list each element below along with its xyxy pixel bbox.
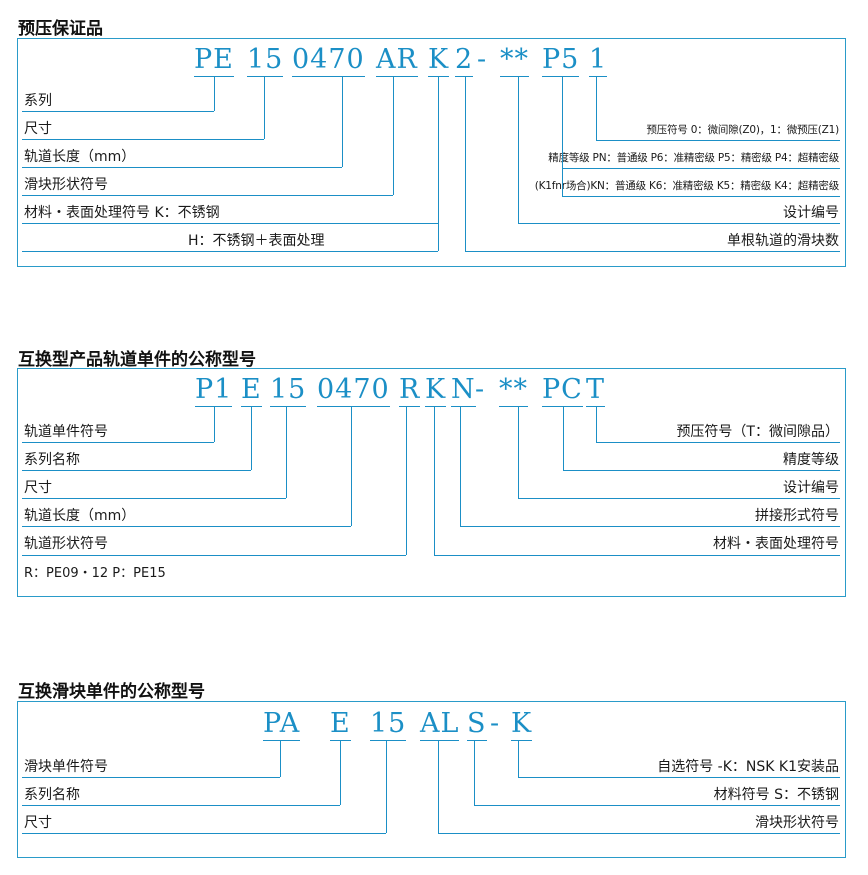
label-material-surface: 材料・表面处理符号 — [713, 536, 839, 552]
label-block-unit-symbol: 滑块单件符号 — [24, 759, 108, 775]
code-segment: E — [241, 374, 262, 407]
label-size: 尺寸 — [24, 121, 52, 137]
label-accuracy-grade: 精度等级 — [783, 452, 839, 468]
label-size: 尺寸 — [24, 480, 52, 496]
section-box-preload — [17, 38, 846, 267]
label-series-name: 系列名称 — [24, 452, 80, 468]
code-segment: - — [490, 708, 501, 739]
code-segment: P1 — [195, 374, 233, 407]
code-segment: AR — [376, 44, 418, 77]
section-title-block: 互换滑块单件的公称型号 — [18, 682, 205, 702]
code-segment: PE — [194, 44, 234, 77]
label-accuracy-grade: 精度等级 PN：普通级 P6：准精密级 P5：精密级 P4：超精密级 — [548, 152, 839, 164]
code-segment: PA — [263, 708, 301, 741]
label-rail-length: 轨道长度（mm） — [24, 149, 136, 165]
label-series-name: 系列名称 — [24, 787, 80, 803]
label-accuracy-k1: (K1fnr场合)KN：普通级 K6：准精密级 K5：精密级 K4：超精密级 — [534, 180, 839, 192]
code-segment: - — [475, 374, 486, 405]
label-size: 尺寸 — [24, 815, 52, 831]
label-block-shape: 滑块形状符号 — [24, 177, 108, 193]
code-segment: P5 — [542, 44, 580, 77]
code-segment: S — [467, 708, 487, 741]
label-design-number: 设计编号 — [783, 205, 839, 221]
label-blocks-per-rail: 单根轨道的滑块数 — [727, 233, 839, 249]
label-option-symbol: 自选符号 -K：NSK K1安装品 — [657, 759, 839, 775]
code-segment: ** — [499, 374, 528, 407]
label-preload-symbol: 预压符号 0：微间隙(Z0)，1：微预压(Z1) — [646, 124, 839, 136]
code-segment: - — [477, 44, 488, 75]
label-rail-shape: 轨道形状符号 — [24, 536, 108, 552]
code-segment: 2 — [455, 44, 474, 77]
label-series: 系列 — [24, 93, 52, 109]
code-segment: R — [399, 374, 421, 407]
section-box-rail — [17, 368, 846, 597]
label-material: 材料・表面处理符号 K：不锈钢 — [24, 205, 220, 221]
label-preload-t: 预压符号（T：微间隙品） — [676, 424, 839, 440]
code-segment: K — [425, 374, 447, 407]
code-segment: 15 — [247, 44, 284, 77]
label-rail-unit-symbol: 轨道单件符号 — [24, 424, 108, 440]
code-segment: K — [511, 708, 533, 741]
label-material-h: H：不锈钢＋表面处理 — [188, 233, 325, 249]
code-segment: E — [330, 708, 351, 741]
code-segment: 0470 — [317, 374, 390, 407]
section-title-rail: 互换型产品轨道单件的公称型号 — [18, 350, 256, 370]
code-segment: T — [586, 374, 606, 407]
code-segment: PC — [542, 374, 583, 407]
code-segment: AL — [420, 708, 460, 741]
code-segment: K — [428, 44, 450, 77]
label-block-shape: 滑块形状符号 — [755, 815, 839, 831]
label-joint-type: 拼接形式符号 — [755, 508, 839, 524]
code-segment: 1 — [589, 44, 608, 77]
section-title-preload: 预压保证品 — [18, 19, 103, 39]
code-segment: 15 — [370, 708, 407, 741]
code-segment: 0470 — [292, 44, 365, 77]
code-segment: N — [451, 374, 476, 407]
label-design-number: 设计编号 — [783, 480, 839, 496]
section-box-block — [17, 701, 846, 858]
code-segment: ** — [500, 44, 529, 77]
label-rail-length: 轨道长度（mm） — [24, 508, 136, 524]
label-material-symbol: 材料符号 S：不锈钢 — [713, 787, 839, 803]
label-rail-shape-values: R：PE09・12 P：PE15 — [24, 566, 166, 581]
code-segment: 15 — [270, 374, 307, 407]
